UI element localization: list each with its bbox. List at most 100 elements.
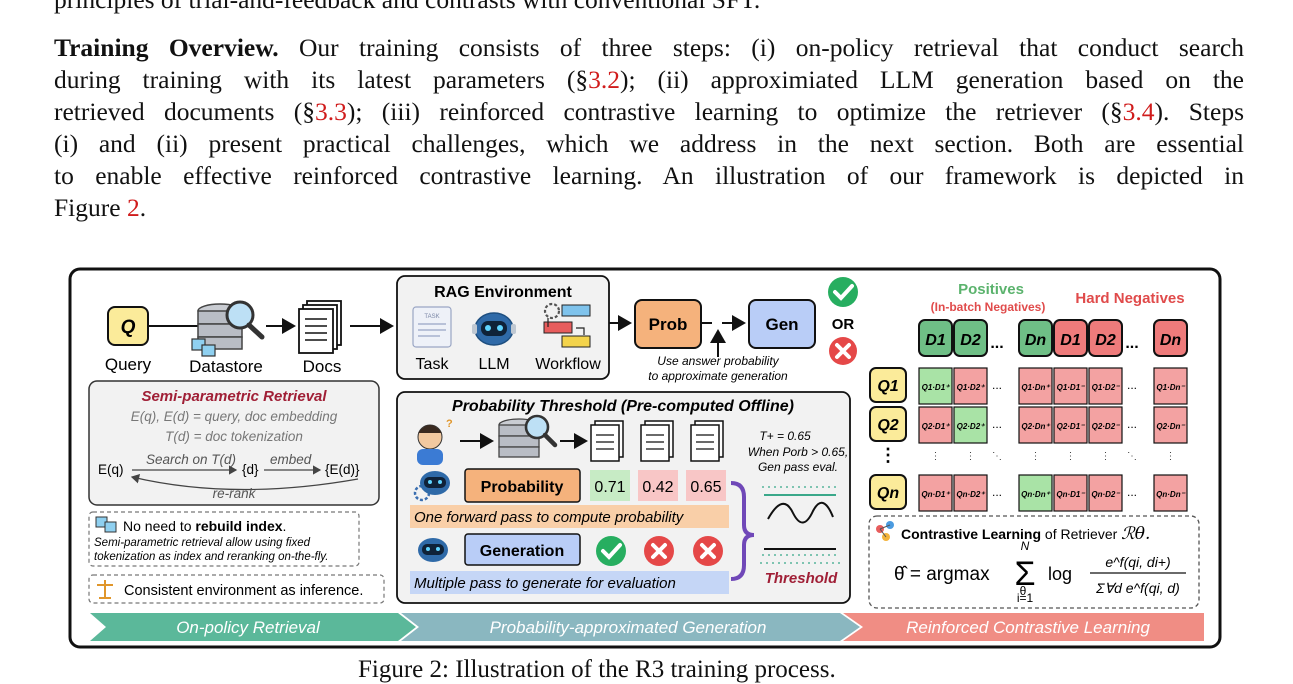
formula-numerator: e^f(qi, di+): [1105, 554, 1170, 570]
prob-value-box-2: [638, 470, 678, 501]
ref-section-3-4[interactable]: 3.4: [1122, 97, 1155, 126]
prob-value-3: 0.65: [690, 479, 721, 496]
para-line-2-a: during training with its latest paramete…: [54, 65, 589, 94]
eq-label: E(q): [98, 462, 124, 477]
matrix-cell: [1088, 474, 1123, 512]
semi-line-1: E(q), E(d) = query, doc embedding: [131, 409, 338, 424]
formula-sub: θ: [1020, 584, 1027, 598]
prob-value-box-1: [590, 470, 630, 501]
semi-line-2: T(d) = doc tokenization: [165, 429, 303, 444]
ref-section-3-3[interactable]: 3.3: [315, 97, 347, 126]
score-matrix: Q1·D1⁺Q1·D2⁺...Q1·Dn⁺Q1·D1⁻Q1·D2⁻...Q1·D…: [918, 367, 1188, 512]
positives-label: Positives: [958, 281, 1024, 298]
threshold-graph-icon: [760, 486, 840, 564]
doc-header-label: Dn: [1025, 332, 1047, 349]
doc-header-pos-3: [1018, 319, 1053, 357]
matrix-cell-label: Qn·D1⁺: [921, 490, 950, 499]
matrix-ellipsis: ⋱: [992, 451, 1002, 462]
doc-header-ellipsis: ...: [1125, 335, 1138, 352]
matrix-cell-label: Qn·D2⁺: [956, 490, 985, 499]
balance-icon: [97, 580, 113, 599]
doc-header-neg-5: [1088, 319, 1123, 357]
llm-label: LLM: [478, 356, 509, 373]
query-box-label: Qn: [877, 485, 899, 502]
formula-sum: Σ: [1014, 555, 1035, 593]
hard-negatives-label: Hard Negatives: [1075, 290, 1184, 307]
para-line-3: retrieved documents (§3.3); (iii) reinfo…: [54, 96, 1244, 128]
rag-title: RAG Environment: [434, 284, 572, 301]
gen-cross-icon-1: [644, 536, 674, 566]
doc-header-pos-1: [953, 319, 988, 357]
no-need-b: rebuild index: [195, 518, 282, 534]
tplus-line-3: Gen pass eval.: [758, 460, 838, 474]
prob-value-1: 0.71: [594, 479, 625, 496]
paragraph-top-line: principles of trial-and-feedback and con…: [54, 0, 1244, 16]
prob-label: Prob: [649, 315, 688, 334]
matrix-ellipsis: ⋮: [1066, 451, 1076, 462]
matrix-ellipsis: ...: [1127, 485, 1137, 499]
doc-header-label: D1: [925, 332, 946, 349]
para-line-3-c: ). Steps: [1154, 97, 1245, 126]
framework-figure: Q Query Datastore Docs RAG Environment T…: [68, 267, 1222, 649]
matrix-cell-label: Q1·D1⁻: [1057, 383, 1086, 392]
doc-header-neg-7: [1153, 319, 1188, 357]
prob-value-2: 0.42: [642, 479, 673, 496]
matrix-cell: [1053, 474, 1088, 512]
semi-parametric-box: [88, 380, 380, 506]
matrix-cell: [918, 367, 953, 405]
para-line-1: Training Overview. Our training consists…: [54, 32, 1244, 64]
prob-note-1: Use answer probability: [657, 354, 779, 368]
probability-label: Probability: [481, 479, 564, 496]
svg-text:?: ?: [446, 418, 453, 430]
matrix-cell-label: Qn·D2⁻: [1091, 490, 1120, 499]
ref-section-3-2[interactable]: 3.2: [588, 65, 620, 94]
matrix-cell-label: Qn·D1⁻: [1056, 490, 1085, 499]
ref-figure-2[interactable]: 2: [126, 193, 140, 222]
matrix-cell-label: Q2·Dn⁻: [1156, 422, 1185, 431]
doc-header-label: D2: [1095, 332, 1116, 349]
network-icon: [876, 521, 894, 541]
matrix-cell: [1053, 367, 1088, 405]
para-line-2: during training with its latest paramete…: [54, 64, 1244, 96]
matrix-cell-label: Q1·Dn⁻: [1156, 383, 1185, 392]
matrix-cell: [1018, 474, 1053, 512]
gen-box: [748, 299, 816, 349]
query-box-0: [869, 367, 907, 403]
figure-caption: Figure 2: Illustration of the R3 trainin…: [358, 656, 836, 683]
matrix-ellipsis: ⋱: [1127, 451, 1137, 462]
doc-header-ellipsis: ...: [990, 335, 1003, 352]
formula-sum-top: N: [1021, 539, 1030, 553]
band-contrastive: [843, 613, 1204, 641]
llm-robot-icon: [472, 312, 516, 346]
tplus-line-2: When Porb > 0.65,: [748, 445, 848, 459]
probability-box: [464, 468, 581, 503]
para-heading: Training Overview.: [54, 33, 279, 62]
para-line-5: to enable effective reinforced contrasti…: [54, 161, 1244, 190]
para-line-6-a: Figure: [54, 193, 127, 222]
matrix-ellipsis: ⋮: [1031, 451, 1041, 462]
para-line-6-b: .: [139, 193, 147, 222]
inbatch-label: (In-batch Negatives): [931, 300, 1046, 314]
multi-pass-band: [410, 571, 729, 594]
query-box-1: [869, 406, 907, 442]
matrix-cell: [1088, 406, 1123, 444]
matrix-cell-label: Q1·Dn⁺: [1021, 383, 1050, 392]
robot-icon-2: [418, 538, 448, 562]
brace-icon: [730, 481, 755, 581]
contrastive-formula: θ̂ = argmax θ N Σ i=1 log e^f(qi, di+) Σ…: [894, 539, 1186, 605]
para-line-3-b: ); (iii) reinforced contrastive learning…: [346, 97, 1123, 126]
threshold-label: Threshold: [765, 570, 838, 587]
datastore-small-icon: [498, 414, 558, 458]
formula-log: log: [1048, 564, 1072, 584]
task-icon: TASK: [412, 306, 452, 348]
contrastive-title: Contrastive Learning of Retriever ℛθ.: [901, 524, 1150, 544]
thinking-person-icon: ?: [417, 418, 453, 465]
doc-icon-1: [590, 420, 624, 462]
training-overview-paragraph: Training Overview. Our training consists…: [54, 32, 1244, 224]
task-icon-text: TASK: [424, 314, 439, 320]
para-line-3-a: retrieved documents (§: [54, 97, 315, 126]
matrix-cell-label: Q2·D2⁻: [1092, 422, 1121, 431]
matrix-cell-label: Q2·D2⁺: [957, 422, 986, 431]
query-label: Query: [105, 355, 152, 374]
